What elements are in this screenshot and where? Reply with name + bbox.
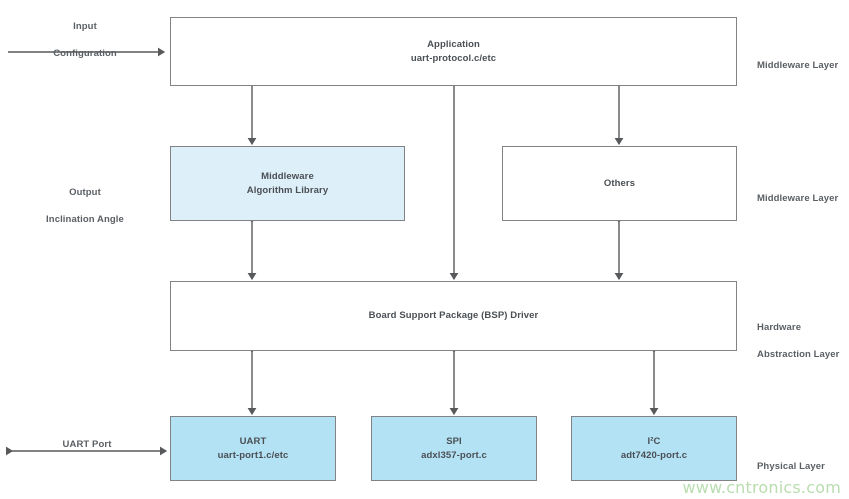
layer-label-application: Middleware Layer: [757, 45, 849, 86]
others-block-title: Others: [603, 177, 636, 189]
layer-label-middleware: Middleware Layer: [757, 178, 849, 219]
layer-label-physical-line1: Physical Layer: [757, 460, 825, 472]
bsp-driver-block-title: Board Support Package (BSP) Driver: [368, 310, 539, 322]
i2c-block[interactable]: I²C adt7420-port.c: [571, 416, 737, 481]
layer-label-application-line1: Middleware Layer: [757, 59, 839, 71]
input-configuration-label: Input Configuration: [30, 6, 140, 75]
output-inclination-angle-label-line2: Inclination Angle: [46, 214, 124, 226]
uart-block-title: UART: [239, 436, 267, 448]
uart-port-label-line1: UART Port: [62, 438, 112, 450]
application-block-subtitle: uart-protocol.c/etc: [410, 52, 497, 64]
output-inclination-angle-label: Output Inclination Angle: [20, 172, 150, 241]
spi-block-title: SPI: [446, 436, 462, 448]
layer-label-middleware-line1: Middleware Layer: [757, 192, 839, 204]
application-block[interactable]: Application uart-protocol.c/etc: [170, 17, 737, 86]
input-configuration-label-line2: Configuration: [53, 48, 117, 60]
application-block-title: Application: [427, 39, 480, 51]
middleware-algorithm-library-block-title: Middleware: [261, 171, 314, 183]
others-block[interactable]: Others: [502, 146, 737, 221]
layer-label-hal: Hardware Abstraction Layer: [757, 307, 849, 376]
watermark: www.cntronics.com: [682, 478, 841, 497]
i2c-block-title: I²C: [647, 436, 661, 448]
middleware-algorithm-library-block-subtitle: Algorithm Library: [246, 184, 329, 196]
uart-block-subtitle: uart-port1.c/etc: [217, 449, 289, 461]
uart-block[interactable]: UART uart-port1.c/etc: [170, 416, 336, 481]
output-inclination-angle-label-line1: Output: [69, 186, 101, 198]
bsp-driver-block[interactable]: Board Support Package (BSP) Driver: [170, 281, 737, 351]
middleware-algorithm-library-block[interactable]: Middleware Algorithm Library: [170, 146, 405, 221]
layer-label-hal-line1: Hardware: [757, 321, 802, 333]
uart-port-label: UART Port: [22, 424, 152, 465]
spi-block-subtitle: adxl357-port.c: [421, 449, 487, 461]
input-configuration-label-line1: Input: [73, 20, 97, 32]
layer-label-hal-line2: Abstraction Layer: [757, 349, 840, 361]
spi-block[interactable]: SPI adxl357-port.c: [371, 416, 537, 481]
i2c-block-subtitle: adt7420-port.c: [620, 449, 688, 461]
layer-label-physical: Physical Layer: [757, 446, 849, 487]
